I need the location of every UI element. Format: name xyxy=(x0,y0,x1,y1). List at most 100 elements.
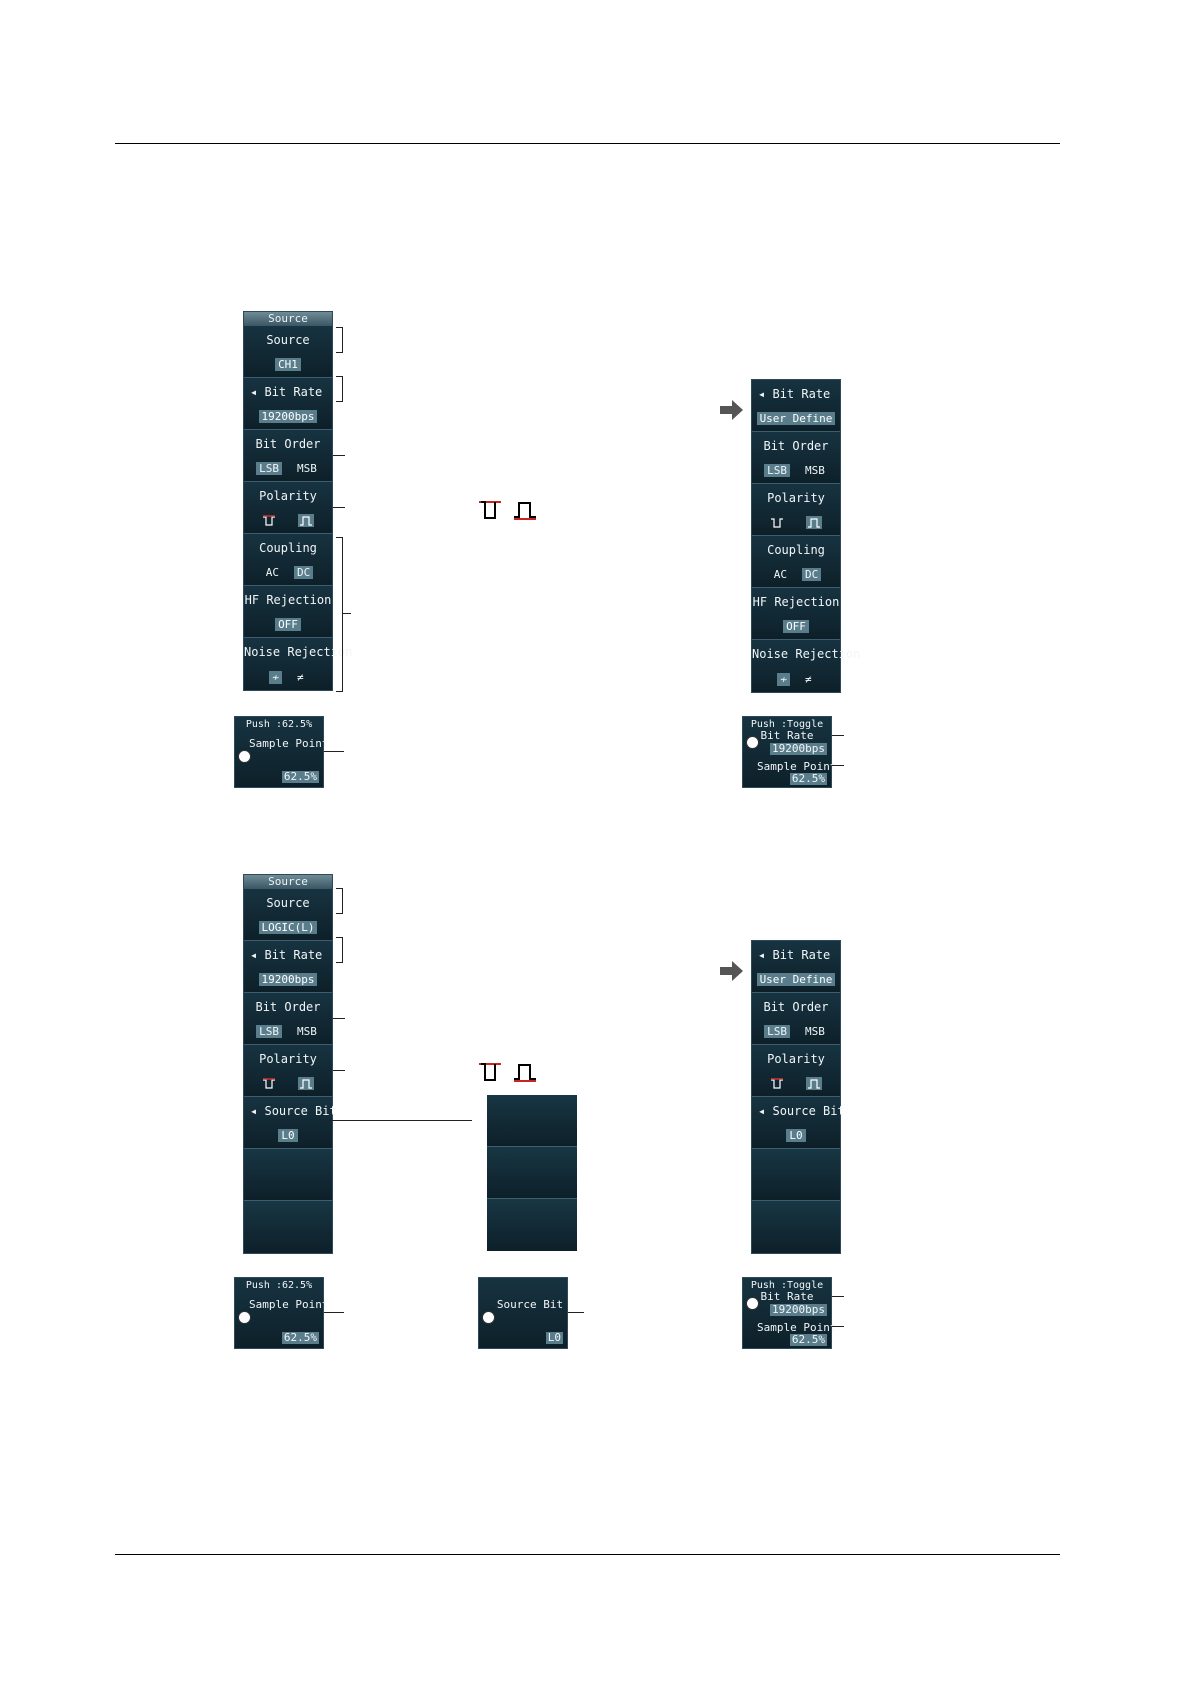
noise-rejection-off-icon: ≠ xyxy=(297,671,304,684)
callout-line-bitorder xyxy=(333,1018,345,1019)
bitrate-samplepoint-knob-panel[interactable]: Push :Toggle Bit Rate 19200bps Sample Po… xyxy=(742,716,836,788)
source-label: Source xyxy=(266,333,310,347)
lsb-option: LSB xyxy=(764,464,790,477)
source-bit-knob-panel[interactable]: Source Bit L0 xyxy=(478,1277,568,1349)
positive-pulse-icon xyxy=(806,516,823,529)
negative-pulse-icon xyxy=(262,514,275,526)
hf-rejection-softkey[interactable]: HF Rejection OFF xyxy=(244,586,332,638)
source-value: CH1 xyxy=(275,358,301,371)
empty-softkey xyxy=(487,1095,577,1147)
left-arrow-icon: ◂ xyxy=(250,948,258,962)
dc-option: DC xyxy=(802,568,822,581)
bitrate-value: 19200bps xyxy=(258,410,318,423)
bitrate-softkey[interactable]: ◂ Bit Rate 19200bps xyxy=(244,941,332,993)
sample-point-knob-panel[interactable]: Push :62.5% Sample Point 62.5% xyxy=(234,716,328,788)
callout-line-bitorder xyxy=(333,455,345,456)
ac-option: AC xyxy=(265,566,279,579)
noise-rejection-on-icon: ≁ xyxy=(777,673,790,686)
callout-line-polarity xyxy=(333,507,345,508)
callout-bracket-source xyxy=(336,327,343,353)
lsb-option: LSB xyxy=(256,1025,282,1038)
hf-rejection-label: HF Rejection xyxy=(244,593,332,607)
sample-point-value: 62.5% xyxy=(789,772,827,785)
knob-icon xyxy=(746,736,759,749)
sample-point-value: 62.5% xyxy=(789,1333,827,1346)
noise-rejection-softkey[interactable]: Noise Rejection ≁≠ xyxy=(244,638,352,690)
bitrate-value: 19200bps xyxy=(770,1303,827,1316)
push-toggle-hint: Push :Toggle xyxy=(750,1280,824,1291)
knob-icon xyxy=(238,1311,251,1324)
noise-rejection-label: Noise Rejection xyxy=(752,647,861,661)
noise-rejection-softkey[interactable]: Noise Rejection ≁≠ xyxy=(752,640,861,692)
negative-polarity-icon xyxy=(479,1063,501,1081)
bottom-rule xyxy=(115,1554,1060,1555)
bitrate-value: 19200bps xyxy=(770,742,827,755)
knob-icon xyxy=(482,1311,495,1324)
push-toggle-hint: Push :Toggle xyxy=(750,719,824,730)
bitrate-samplepoint-knob-panel[interactable]: Push :Toggle Bit Rate 19200bps Sample Po… xyxy=(742,1277,837,1349)
source-bit-softkey[interactable]: ◂ Source Bit L0 xyxy=(752,1097,845,1149)
negative-pulse-icon xyxy=(770,517,783,528)
menu-title: Source xyxy=(244,875,332,889)
hf-rejection-value: OFF xyxy=(783,620,809,633)
polarity-label: Polarity xyxy=(259,1052,317,1066)
empty-softkey xyxy=(752,1201,840,1253)
source-label: Source xyxy=(266,896,310,910)
polarity-softkey[interactable]: Polarity xyxy=(244,1045,332,1097)
source-softkey[interactable]: Source LOGIC(L) xyxy=(244,889,332,941)
callout-line-sample-point xyxy=(832,1326,844,1327)
sample-point-value: 62.5% xyxy=(281,770,319,783)
source-bit-softkey[interactable]: ◂ Source Bit L0 xyxy=(244,1097,337,1149)
callout-bracket-bitrate xyxy=(336,376,343,402)
bitrate-value: User Define xyxy=(756,412,836,425)
sample-point-value: 62.5% xyxy=(281,1331,319,1344)
polarity-softkey[interactable]: Polarity xyxy=(752,1045,840,1097)
bitrate-label: Bit Rate xyxy=(772,387,831,401)
callout-bracket-source xyxy=(336,888,343,914)
source-value: LOGIC(L) xyxy=(258,921,318,934)
polarity-label: Polarity xyxy=(259,489,317,503)
source-bit-blank-panel xyxy=(487,1095,577,1251)
source-bit-value: L0 xyxy=(278,1129,298,1142)
callout-line-polarity xyxy=(333,1070,345,1071)
source-softkey[interactable]: Source CH1 xyxy=(244,326,332,378)
ac-option: AC xyxy=(773,568,787,581)
source-bit-label: Source Bit xyxy=(772,1104,845,1118)
sample-point-knob-panel[interactable]: Push :62.5% Sample Point 62.5% xyxy=(234,1277,328,1349)
positive-polarity-icon xyxy=(514,502,536,520)
bitrate-label: Bit Rate xyxy=(760,729,814,742)
bitrate-softkey[interactable]: ◂ Bit Rate 19200bps xyxy=(244,378,332,430)
callout-line-bitrate xyxy=(832,1296,844,1297)
right-arrow-icon xyxy=(720,961,743,981)
msb-option: MSB xyxy=(297,1025,317,1038)
source-bit-label: Source Bit xyxy=(496,1298,564,1311)
bitrate-softkey[interactable]: ◂ Bit Rate User Define xyxy=(752,941,840,993)
callout-line-source-bit xyxy=(568,1312,584,1313)
polarity-label: Polarity xyxy=(767,491,825,505)
hf-rejection-softkey[interactable]: HF Rejection OFF xyxy=(752,588,840,640)
push-hint: Push :62.5% xyxy=(245,719,313,730)
source-menu-panel: Source Source CH1 ◂ Bit Rate 19200bps Bi… xyxy=(243,311,352,691)
msb-option: MSB xyxy=(805,1025,825,1038)
hf-rejection-label: HF Rejection xyxy=(752,595,840,609)
empty-softkey xyxy=(244,1149,332,1201)
sample-point-label: Sample Point xyxy=(757,1321,837,1334)
source-logic-menu-panel: Source Source LOGIC(L) ◂ Bit Rate 19200b… xyxy=(243,874,337,1254)
menu-title: Source xyxy=(244,312,332,326)
polarity-softkey[interactable]: Polarity xyxy=(244,482,332,534)
negative-pulse-icon xyxy=(770,1077,783,1089)
top-rule xyxy=(115,143,1060,144)
bitrate-softkey[interactable]: ◂ Bit Rate User Define xyxy=(752,380,840,432)
knob-icon xyxy=(238,750,251,763)
polarity-label: Polarity xyxy=(767,1052,825,1066)
polarity-softkey[interactable]: Polarity xyxy=(752,484,840,536)
left-arrow-icon: ◂ xyxy=(758,387,766,401)
